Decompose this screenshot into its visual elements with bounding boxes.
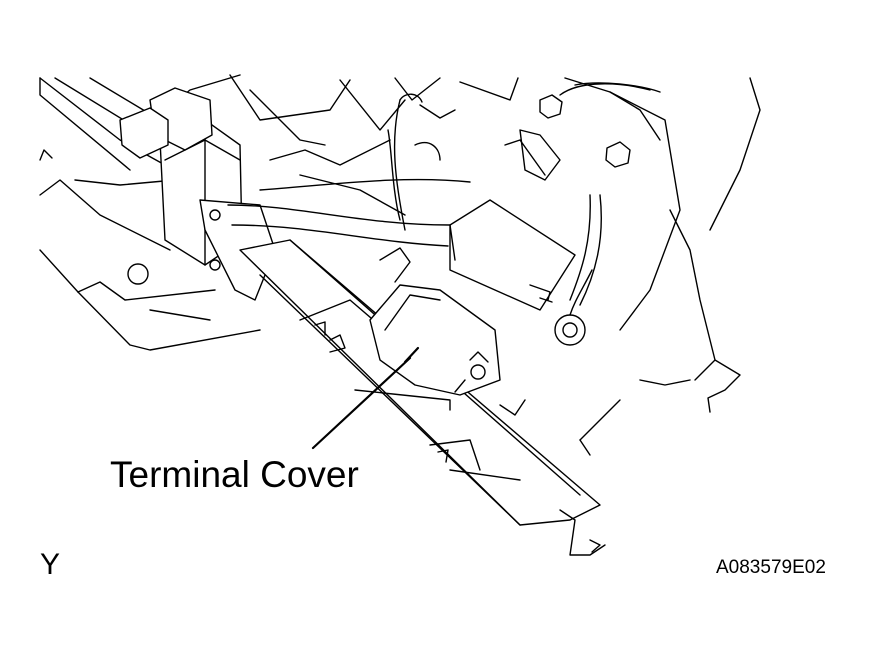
terminal-cover-label: Terminal Cover <box>110 454 359 495</box>
callout-leader <box>311 346 420 450</box>
terminal-cover <box>369 247 501 396</box>
figure-id: A083579E02 <box>716 557 826 578</box>
right-frame <box>504 77 761 456</box>
wire-harness <box>227 93 471 247</box>
mounting-bracket <box>119 87 276 301</box>
bolt <box>454 351 526 416</box>
relay-box <box>449 199 576 311</box>
view-letter: Y <box>40 548 61 581</box>
body-panel <box>39 74 519 351</box>
